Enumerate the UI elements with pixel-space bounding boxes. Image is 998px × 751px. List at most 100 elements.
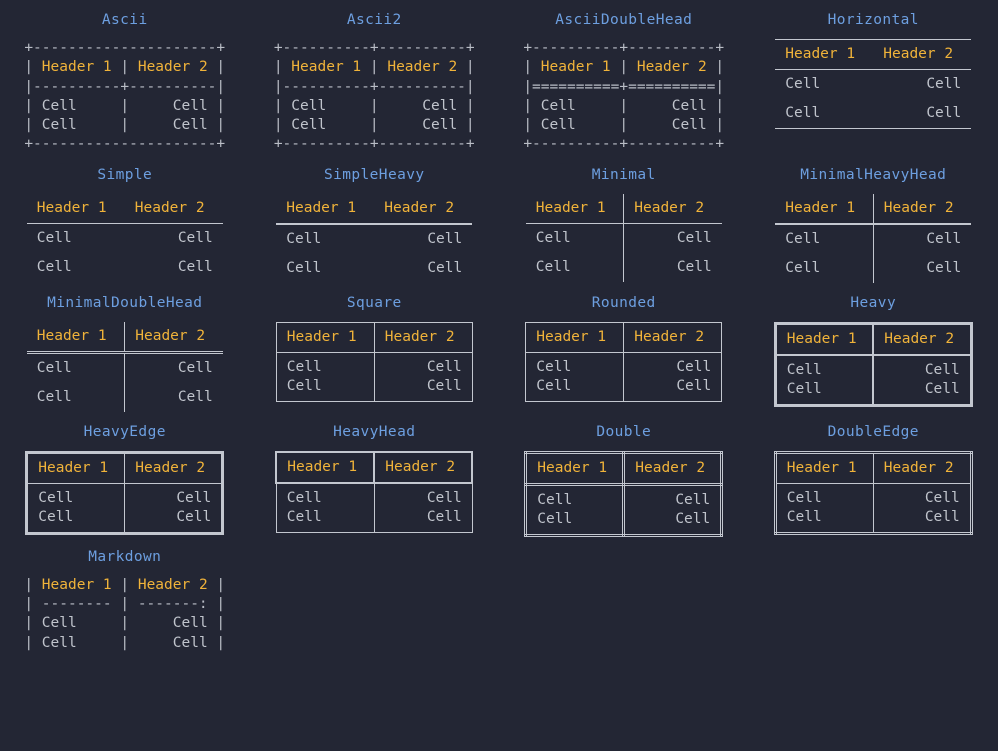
ascii-table-ascii2: +----------+----------+ | Header 1 | Head… [274, 39, 475, 155]
header-cell-2: Header 2 [873, 39, 972, 70]
sample-caption: Rounded [591, 294, 656, 311]
sample-caption: Ascii2 [346, 12, 402, 28]
ascii-row: | Header 1 | Header 2 | [273, 59, 475, 76]
sample-caption: SimpleHeavy [324, 166, 425, 183]
ascii-rule: +----------+----------+ [523, 40, 725, 56]
ascii-row: | Header 1 | Header 2 | [523, 59, 725, 76]
ascii-rule: +----------+----------+ [523, 136, 725, 153]
header-cell-2: Header 2 [373, 450, 474, 484]
header-cell-2: Header 2 [374, 193, 473, 225]
ascii-row: | Cell | Cell | [24, 97, 226, 114]
ascii-rule: |==========+==========| [523, 78, 725, 95]
body-cell: Cell [36, 229, 72, 246]
body-cell: Cell [623, 223, 722, 253]
header-cell-2: Header 2 [124, 451, 224, 484]
sample-caption: Markdown [88, 548, 162, 565]
ascii-rule: +----------+----------+ [273, 40, 475, 56]
body-cell: Cell [177, 229, 213, 246]
sample-caption: AsciiDoubleHead [555, 12, 693, 28]
body-cell: Cell [775, 99, 874, 129]
body-cell: Cell [872, 223, 972, 254]
ascii-row: | Cell | Cell | [24, 634, 226, 651]
ascii-rule: +----------+----------+ [273, 136, 475, 153]
header-cell-1: Header 1 [774, 322, 875, 356]
sample-asciidoublehead: AsciiDoubleHead +----------+----------+ | … [499, 0, 749, 155]
body-cell: Cell [36, 359, 72, 376]
body-cell: Cell [124, 382, 223, 412]
header-cell-1: Header 1 [276, 193, 375, 225]
ascii-table-asciidoublehead: +----------+----------+ | Header 1 | Head… [523, 39, 724, 155]
ascii-row: | Cell | Cell | [24, 615, 226, 632]
header-cell-1: Header 1 [524, 450, 626, 486]
ascii-rule: +---------------------+ [24, 40, 226, 56]
table-row: Cell Cell [276, 254, 472, 283]
body-cell: Cell [286, 230, 322, 247]
sample-caption: Heavy [850, 294, 897, 311]
ascii-row: | Cell | Cell | [523, 117, 725, 134]
header-cell-2: Header 2 [872, 451, 972, 484]
header-cell-1: Header 1 [26, 451, 126, 484]
sample-caption: Double [596, 423, 652, 440]
header-cell-2: Header 2 [622, 450, 724, 486]
header-cell-2: Header 2 [124, 193, 223, 224]
header-cell-2: Header 2 [623, 321, 723, 353]
sample-caption: MinimalDoubleHead [47, 294, 203, 311]
body-cell: Cell [124, 352, 223, 383]
body-cell: Cell [785, 76, 821, 92]
body-cell: Cell [785, 230, 821, 247]
ascii-row: | Cell | Cell | [273, 97, 475, 114]
ascii-rule: |----------+----------| [24, 78, 226, 95]
header-cell-2: Header 2 [872, 193, 972, 225]
header-cell-1: Header 1 [26, 321, 125, 354]
body-cell: Cell [623, 252, 722, 282]
header-cell-2: Header 2 [623, 193, 722, 224]
header-cell-1: Header 1 [775, 39, 874, 70]
ascii-row: | Header 1 | Header 2 | [24, 59, 226, 76]
ascii-row: | Header 1 | Header 2 | [24, 576, 226, 593]
body-cell: Cell [427, 259, 463, 276]
body-cell: Cell [286, 259, 322, 276]
header-cell-1: Header 1 [525, 193, 624, 224]
header-cell-1: Header 1 [275, 321, 375, 353]
table-row: Cell Cell [27, 352, 223, 383]
header-cell-1: Header 1 [275, 450, 376, 484]
box-style-gallery: Ascii+---------------------+| Header 1 |… [0, 0, 998, 651]
sample-caption: Square [346, 294, 402, 311]
body-cell: Cell [873, 99, 972, 129]
